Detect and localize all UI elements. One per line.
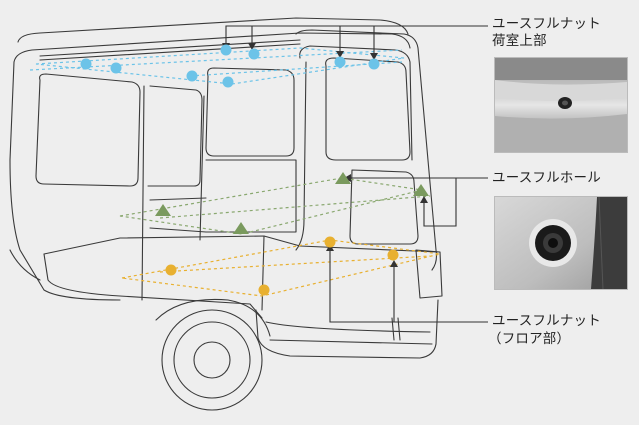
leader-lines [225, 25, 488, 323]
useful-nut-floor-label: ユースフルナット [492, 313, 601, 329]
nut-top-marker [80, 58, 92, 70]
roof-dashed-guides [29, 47, 405, 85]
hole-marker [233, 222, 249, 234]
nut-top-marker [186, 70, 198, 82]
hole-marker [335, 172, 351, 184]
hole-marker [155, 204, 171, 216]
useful-hole-photo [494, 196, 628, 290]
floor-dashed-guides [121, 239, 441, 297]
useful-nut-top-sublabel: 荷室上部 [492, 33, 547, 49]
nut-top-marker [220, 44, 232, 56]
hole-marker [413, 184, 429, 196]
nut-top-marker [110, 62, 122, 74]
leader-arrowheads [222, 43, 428, 267]
useful-nut-photo [494, 57, 628, 153]
nut-top-marker [222, 76, 234, 88]
nut-top-marker [248, 48, 260, 60]
nut-floor-marker [324, 236, 336, 248]
useful-nut-top-label: ユースフルナット [492, 16, 601, 32]
hole-markers [155, 172, 429, 234]
van-outline [9, 17, 443, 411]
useful-nut-floor-sublabel: （フロア部） [488, 331, 571, 347]
nut-floor-markers [165, 236, 399, 296]
nut-top-marker [368, 58, 380, 70]
nut-top-marker [334, 56, 346, 68]
nut-floor-marker [258, 284, 270, 296]
nut-floor-marker [165, 264, 177, 276]
nut-floor-marker [387, 249, 399, 261]
useful-hole-label: ユースフルホール [492, 170, 601, 186]
nut-top-markers [80, 44, 380, 88]
